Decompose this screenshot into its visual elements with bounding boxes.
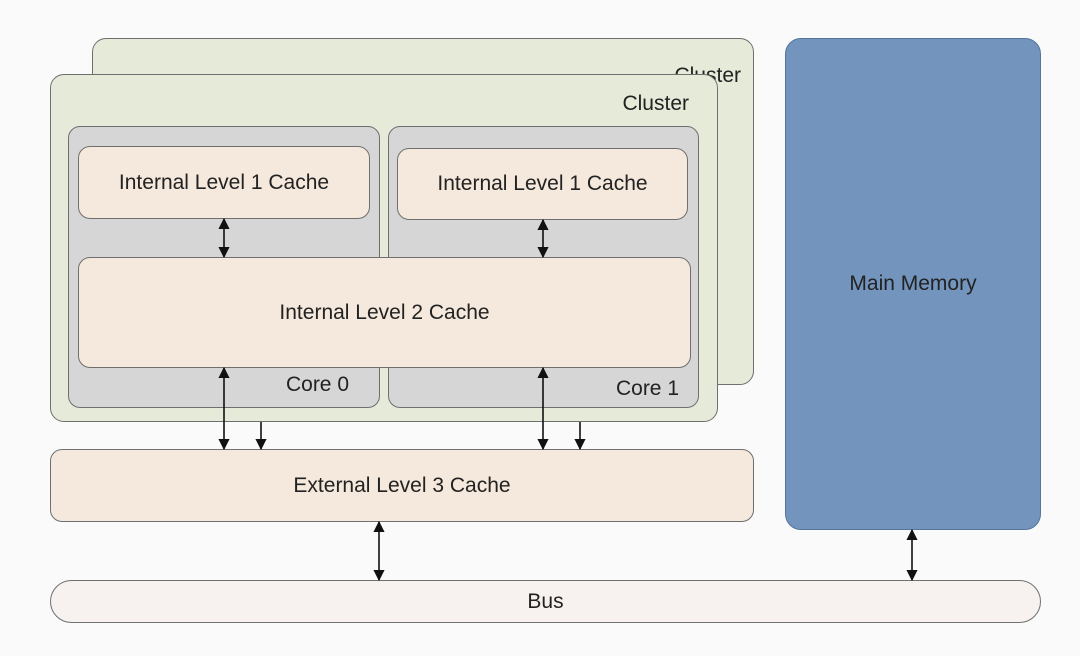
l1-cache-core-1-label: Internal Level 1 Cache [437, 172, 648, 195]
bus: Bus [50, 580, 1041, 623]
l1-cache-core-0: Internal Level 1 Cache [78, 146, 370, 219]
core-1-label: Core 1 [615, 377, 679, 400]
core-0-label: Core 0 [285, 373, 349, 396]
l3-cache: External Level 3 Cache [50, 449, 754, 522]
l2-cache: Internal Level 2 Cache [78, 257, 691, 368]
l3-cache-label: External Level 3 Cache [293, 473, 511, 497]
l1-cache-core-0-label: Internal Level 1 Cache [118, 170, 330, 194]
main-memory: Main Memory [785, 38, 1041, 530]
cluster-front-label: Cluster [622, 92, 689, 115]
l2-cache-label: Internal Level 2 Cache [279, 300, 490, 324]
bus-label: Bus [527, 589, 564, 613]
l1-cache-core-1: Internal Level 1 Cache [397, 148, 688, 220]
main-memory-label: Main Memory [849, 272, 977, 295]
